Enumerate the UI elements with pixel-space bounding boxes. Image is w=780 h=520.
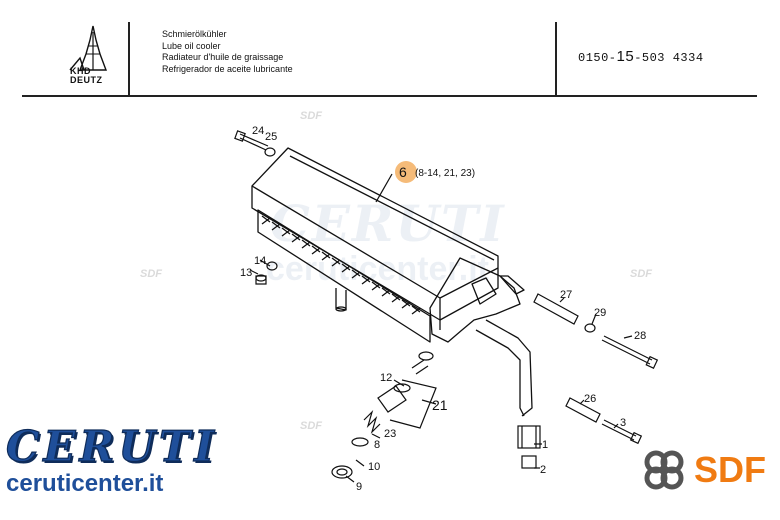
callout-26: 26 bbox=[584, 393, 596, 405]
callout-9: 9 bbox=[356, 481, 362, 493]
title-en: Lube oil cooler bbox=[162, 40, 221, 51]
header-divider-right bbox=[555, 22, 557, 95]
callout-3: 3 bbox=[620, 417, 626, 429]
callout-14: 14 bbox=[254, 255, 266, 267]
title-fr: Radiateur d'huile de graissage bbox=[162, 52, 284, 62]
callout-24: 24 bbox=[252, 125, 264, 137]
sdf-chain-icon bbox=[644, 450, 684, 490]
callout-highlight bbox=[395, 161, 417, 183]
title-es: Refrigerador de aceite lubricante bbox=[162, 63, 293, 74]
callout-8: 8 bbox=[374, 439, 380, 451]
watermark-sdf-2: SDF bbox=[300, 110, 322, 122]
part-number-group: 15 bbox=[616, 48, 635, 65]
callout-28: 28 bbox=[634, 330, 646, 342]
oil-cooler-body bbox=[251, 147, 533, 417]
ceruti-branding: CERUTI ceruticenter.it bbox=[5, 422, 238, 498]
callout-27: 27 bbox=[560, 289, 572, 301]
logo-text-khd: KHD bbox=[70, 66, 91, 76]
ceruti-url: ceruticenter.it bbox=[6, 470, 164, 497]
exploded-parts-drawing: 6 (8-14, 21, 23) 24 25 14 13 27 29 28 12… bbox=[234, 125, 659, 493]
logo-text-deutz: DEUTZ bbox=[70, 75, 103, 85]
part-number-suffix: -503 4334 bbox=[634, 51, 704, 65]
fastener-parts bbox=[234, 130, 659, 483]
watermark-sdf-3: SDF bbox=[630, 268, 652, 280]
callout-29: 29 bbox=[594, 307, 606, 319]
document-header: KHD DEUTZ Schmierölkühler Lube oil coole… bbox=[0, 0, 780, 98]
callout-25: 25 bbox=[265, 131, 277, 143]
callout-12: 12 bbox=[380, 372, 392, 384]
callout-23: 23 bbox=[384, 428, 396, 440]
header-divider-left bbox=[128, 22, 130, 95]
watermark-sdf-1: SDF bbox=[140, 268, 162, 280]
header-rule bbox=[22, 95, 757, 97]
sdf-branding: SDF bbox=[640, 446, 766, 494]
part-number: 0150-15-503 4334 bbox=[578, 48, 704, 65]
callout-10: 10 bbox=[368, 461, 380, 473]
callout-6: 6 bbox=[399, 164, 407, 180]
title-block: Schmierölkühler Lube oil cooler Radiateu… bbox=[162, 29, 293, 75]
watermark-sdf-4: SDF bbox=[300, 420, 322, 432]
watermark-url: ceruticenter.it bbox=[266, 250, 489, 288]
part-number-prefix: 0150- bbox=[578, 51, 617, 65]
deutz-logo-icon bbox=[69, 25, 108, 71]
callout-1: 1 bbox=[542, 439, 548, 451]
callout-21: 21 bbox=[432, 397, 448, 413]
title-de: Schmierölkühler bbox=[162, 29, 227, 39]
callout-13: 13 bbox=[240, 267, 252, 279]
sdf-logo-text: SDF bbox=[694, 449, 766, 490]
callout-6-subitems: (8-14, 21, 23) bbox=[415, 168, 475, 179]
callout-2: 2 bbox=[540, 464, 546, 476]
ceruti-logo-text: CERUTI bbox=[5, 422, 218, 471]
